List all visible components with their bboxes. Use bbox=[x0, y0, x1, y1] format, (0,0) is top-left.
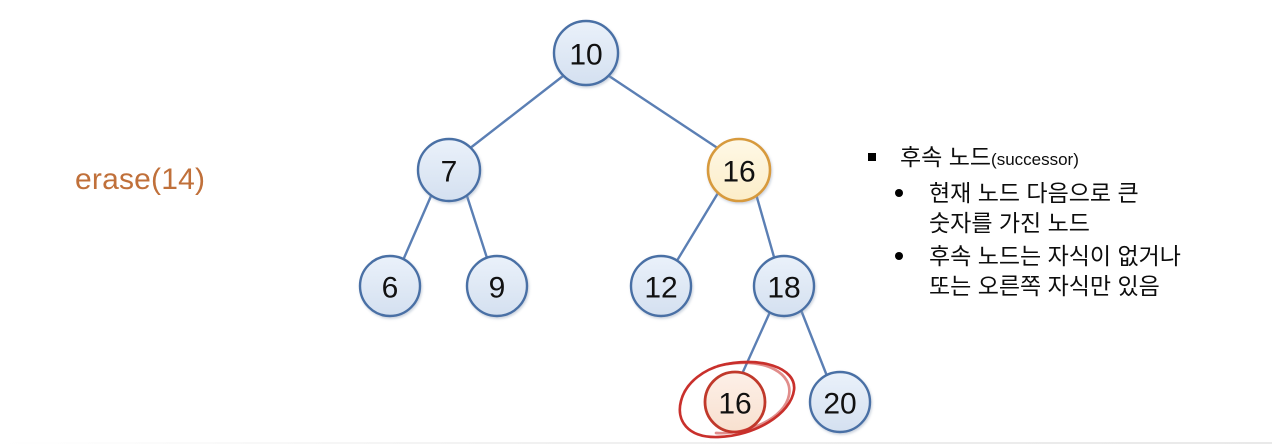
node-circle bbox=[416, 137, 482, 203]
note-level2-line: 후속 노드는 자식이 없거나 bbox=[929, 243, 1181, 269]
node-circle bbox=[358, 254, 422, 318]
round-bullet-icon bbox=[895, 252, 903, 260]
node-label: 6 bbox=[382, 272, 399, 305]
note-level2-line-continued: 숫자를 가진 노드 bbox=[929, 210, 1090, 236]
tree-node-6[interactable]: 6 bbox=[358, 254, 422, 318]
slide-bottom-divider bbox=[0, 442, 1272, 444]
node-label: 20 bbox=[823, 388, 856, 421]
node-circle bbox=[808, 370, 872, 434]
note-level1-text: 후속 노드 bbox=[900, 144, 992, 170]
node-circle bbox=[706, 137, 772, 203]
note-level2-line: 현재 노드 다음으로 큰 bbox=[929, 180, 1139, 206]
node-label: 10 bbox=[569, 39, 602, 72]
tree-node-16-highlighted[interactable]: 16 bbox=[706, 137, 772, 203]
note-level2-item: 현재 노드 다음으로 큰 bbox=[866, 178, 1266, 208]
tree-edges bbox=[402, 74, 829, 378]
tree-node-10[interactable]: 10 bbox=[552, 19, 620, 87]
edge-10-16 bbox=[607, 74, 721, 151]
operation-label: erase(14) bbox=[75, 163, 206, 196]
note-level1-item: 후속 노드(successor) bbox=[866, 142, 1266, 175]
node-circle bbox=[752, 254, 816, 318]
edge-10-7 bbox=[467, 74, 565, 151]
note-level1-suffix: (successor) bbox=[991, 150, 1079, 169]
node-circle bbox=[552, 19, 620, 87]
node-label: 16 bbox=[722, 156, 755, 189]
edge-7-9 bbox=[465, 194, 489, 260]
tree-node-20[interactable]: 20 bbox=[808, 370, 872, 434]
node-circle bbox=[629, 254, 693, 318]
tree-node-9[interactable]: 9 bbox=[465, 254, 529, 318]
edge-16-18 bbox=[754, 192, 776, 259]
note-level2-line-continued: 또는 오른쪽 자식만 있음 bbox=[929, 273, 1160, 299]
tree-node-12[interactable]: 12 bbox=[629, 254, 693, 318]
edge-18-20 bbox=[799, 308, 829, 378]
node-label: 7 bbox=[441, 156, 458, 189]
node-label: 16 bbox=[718, 388, 751, 421]
edge-16-12 bbox=[676, 191, 720, 261]
node-label: 18 bbox=[767, 272, 800, 305]
node-circle bbox=[465, 254, 529, 318]
note-level2-item: 후속 노드는 자식이 없거나 bbox=[866, 241, 1266, 271]
node-label: 12 bbox=[644, 272, 677, 305]
tree-node-18[interactable]: 18 bbox=[752, 254, 816, 318]
notes-list: 후속 노드(successor) 현재 노드 다음으로 큰 숫자를 가진 노드 … bbox=[866, 142, 1266, 301]
tree-node-16-successor[interactable]: 16 bbox=[703, 370, 767, 434]
node-label: 9 bbox=[489, 272, 506, 305]
tree-node-7[interactable]: 7 bbox=[416, 137, 482, 203]
square-bullet-icon bbox=[868, 153, 876, 161]
red-circle-annotation-icon bbox=[678, 360, 796, 439]
edge-7-6 bbox=[402, 194, 433, 260]
round-bullet-icon bbox=[895, 189, 903, 197]
